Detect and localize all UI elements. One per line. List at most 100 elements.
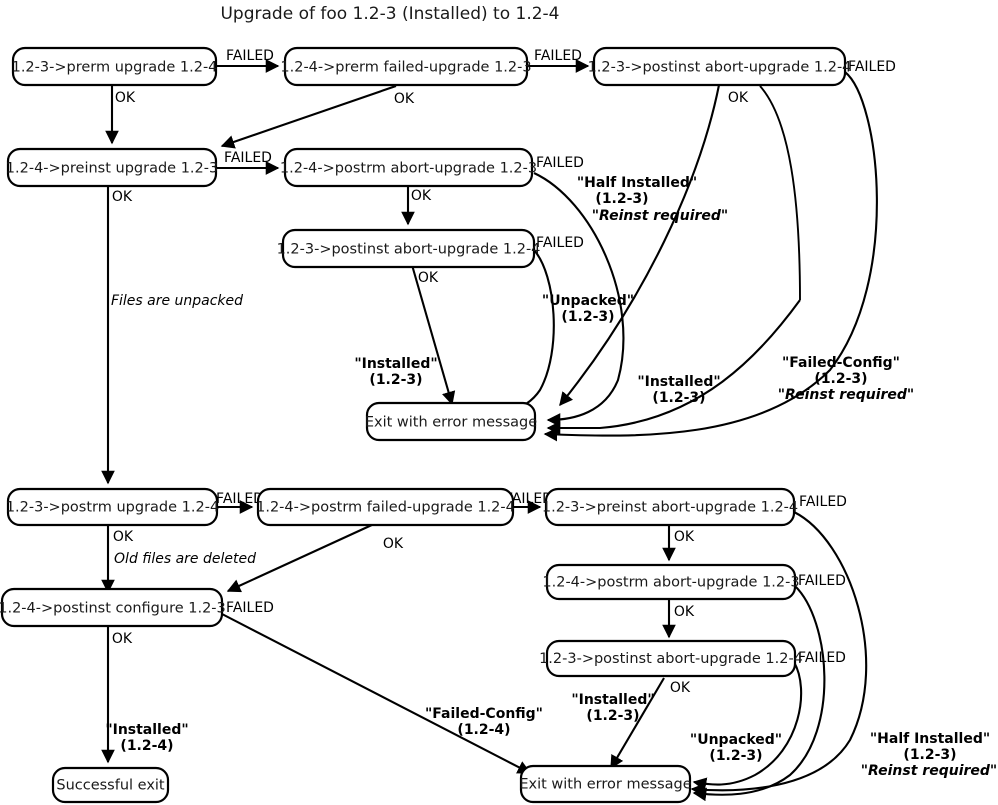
- node-exit-error-top[interactable]: Exit with error message: [365, 401, 537, 442]
- edge-label-ok: OK: [113, 529, 134, 545]
- node-postrm-abort-upgrade-mid[interactable]: 1.2-4->postrm abort-upgrade 1.2-3: [280, 147, 537, 188]
- edge-postinstmid-failed: [484, 249, 555, 421]
- state-label-failed-config-version: (1.2-4): [457, 722, 510, 738]
- edge-right-sweep-upper: [759, 85, 801, 301]
- edge-postinstmid-ok: [410, 264, 456, 406]
- edge-postinsttop-failed: [543, 71, 878, 442]
- node-preinst-abort-upgrade[interactable]: 1.2-3->preinst abort-upgrade 1.2-4: [542, 487, 798, 527]
- node-label: 1.2-4->prerm failed-upgrade 1.2-3: [280, 60, 531, 76]
- node-prerm-failed-upgrade[interactable]: 1.2-4->prerm failed-upgrade 1.2-3: [280, 46, 532, 87]
- state-label-unpacked: "Unpacked": [690, 732, 782, 748]
- state-label-failed-config: "Failed-Config": [782, 355, 900, 371]
- edge-label-failed: FAILED: [848, 59, 896, 75]
- node-postrm-upgrade[interactable]: 1.2-3->postrm upgrade 1.2-4: [6, 487, 219, 527]
- edge-installed-to-exit-top: [546, 299, 801, 435]
- node-box[interactable]: [0, 587, 224, 628]
- edge-label-ok: OK: [383, 536, 404, 552]
- node-label: 1.2-4->postrm failed-upgrade 1.2-4: [256, 500, 515, 516]
- edge-label-failed: FAILED: [226, 600, 274, 616]
- edge-label-ok: OK: [411, 188, 432, 204]
- state-label-installed-version: (1.2-3): [369, 372, 422, 388]
- node-postinst-abort-upgrade-bottom[interactable]: 1.2-3->postinst abort-upgrade 1.2-4: [539, 639, 803, 678]
- node-label: 1.2-4->preinst upgrade 1.2-3: [6, 161, 218, 177]
- state-label-installed: "Installed": [105, 722, 188, 738]
- node-preinst-upgrade[interactable]: 1.2-4->preinst upgrade 1.2-3: [6, 147, 218, 188]
- edge-label-ok: OK: [115, 90, 136, 106]
- node-box[interactable]: [365, 401, 537, 442]
- node-successful-exit[interactable]: Successful exit: [51, 766, 170, 804]
- node-box[interactable]: [283, 147, 534, 188]
- node-postrm-failed-upgrade[interactable]: 1.2-4->postrm failed-upgrade 1.2-4: [256, 487, 515, 527]
- node-label: 1.2-3->postinst abort-upgrade 1.2-4: [588, 60, 852, 76]
- node-box[interactable]: [545, 639, 797, 678]
- edge-postrmabortbottom-failed: [692, 585, 826, 802]
- edge-postrmfailed-ok: [226, 523, 375, 593]
- node-label: 1.2-3->postrm upgrade 1.2-4: [6, 500, 219, 516]
- state-label-reinst-required: "Reinst required": [861, 763, 997, 779]
- state-label-failed-config: "Failed-Config": [425, 706, 543, 722]
- edge-label-ok: OK: [674, 529, 695, 545]
- node-box[interactable]: [545, 563, 797, 601]
- state-label-half-installed-version: (1.2-3): [903, 747, 956, 763]
- state-label-installed-version: (1.2-3): [652, 390, 705, 406]
- edge-postinstabortbottom-failed: [692, 661, 803, 791]
- node-label: 1.2-3->prerm upgrade 1.2-4: [12, 60, 218, 76]
- node-box[interactable]: [256, 487, 515, 527]
- node-box[interactable]: [6, 147, 218, 188]
- edge-prermfailed-ok: [220, 85, 397, 149]
- edge-label-failed: FAILED: [799, 494, 847, 510]
- node-prerm-upgrade[interactable]: 1.2-3->prerm upgrade 1.2-4: [11, 46, 218, 87]
- node-box[interactable]: [283, 46, 529, 87]
- note-old-files-deleted: Old files are deleted: [114, 551, 256, 567]
- node-postinst-configure[interactable]: 1.2-4->postinst configure 1.2-3: [0, 587, 226, 628]
- edge-label-failed: FAILED: [224, 150, 272, 166]
- node-box[interactable]: [592, 46, 847, 87]
- node-label: 1.2-4->postinst configure 1.2-3: [0, 601, 226, 617]
- state-label-installed: "Installed": [571, 692, 654, 708]
- node-label: 1.2-3->preinst abort-upgrade 1.2-4: [542, 500, 798, 516]
- node-label: Successful exit: [56, 778, 165, 794]
- state-label-failed-config-version: (1.2-3): [814, 371, 867, 387]
- node-exit-error-bottom[interactable]: Exit with error message: [519, 764, 692, 804]
- state-label-unpacked: "Unpacked": [542, 293, 634, 309]
- state-label-reinst-required: "Reinst required": [778, 387, 914, 403]
- node-postinst-abort-upgrade-mid[interactable]: 1.2-3->postinst abort-upgrade 1.2-4: [277, 228, 541, 269]
- edge-label-failed: FAILED: [216, 491, 264, 507]
- node-label: Exit with error message: [519, 777, 691, 793]
- edge-label-failed: FAILED: [534, 48, 582, 64]
- edge-label-ok: OK: [418, 270, 439, 286]
- edge-label-failed: FAILED: [798, 650, 846, 666]
- edge-label-failed: FAILED: [505, 491, 553, 507]
- edge-postinstconfigure-failed: [221, 613, 532, 774]
- state-label-half-installed: "Half Installed": [870, 731, 990, 747]
- node-box[interactable]: [519, 764, 692, 804]
- state-label-half-installed-version: (1.2-3): [595, 191, 648, 207]
- node-label: 1.2-4->postrm abort-upgrade 1.2-3: [280, 161, 537, 177]
- edge-label-ok: OK: [394, 91, 415, 107]
- state-label-unpacked-version: (1.2-3): [709, 748, 762, 764]
- node-label: 1.2-3->postinst abort-upgrade 1.2-4: [539, 651, 803, 667]
- node-box[interactable]: [6, 487, 219, 527]
- state-label-half-installed: "Half Installed": [577, 175, 697, 191]
- state-label-installed-version: (1.2-3): [586, 708, 639, 724]
- node-box[interactable]: [281, 228, 536, 269]
- edge-postinsttop-ok: [559, 84, 721, 407]
- edge-label-failed: FAILED: [536, 155, 584, 171]
- node-postinst-abort-upgrade-top[interactable]: 1.2-3->postinst abort-upgrade 1.2-4: [588, 46, 852, 87]
- edge-label-failed: FAILED: [798, 573, 846, 589]
- state-label-reinst-required: "Reinst required": [592, 208, 728, 224]
- state-label-unpacked-version: (1.2-3): [561, 309, 614, 325]
- state-label-installed: "Installed": [637, 374, 720, 390]
- node-label: 1.2-4->postrm abort-upgrade 1.2-3: [542, 575, 799, 591]
- node-box[interactable]: [11, 46, 218, 87]
- node-postrm-abort-upgrade-bottom[interactable]: 1.2-4->postrm abort-upgrade 1.2-3: [542, 563, 800, 601]
- node-box[interactable]: [544, 487, 796, 527]
- edge-label-ok: OK: [674, 604, 695, 620]
- edge-label-ok: OK: [112, 189, 133, 205]
- edge-label-failed: FAILED: [226, 48, 274, 64]
- edge-label-failed: FAILED: [536, 235, 584, 251]
- node-box[interactable]: [51, 766, 170, 804]
- node-label: Exit with error message: [365, 415, 537, 431]
